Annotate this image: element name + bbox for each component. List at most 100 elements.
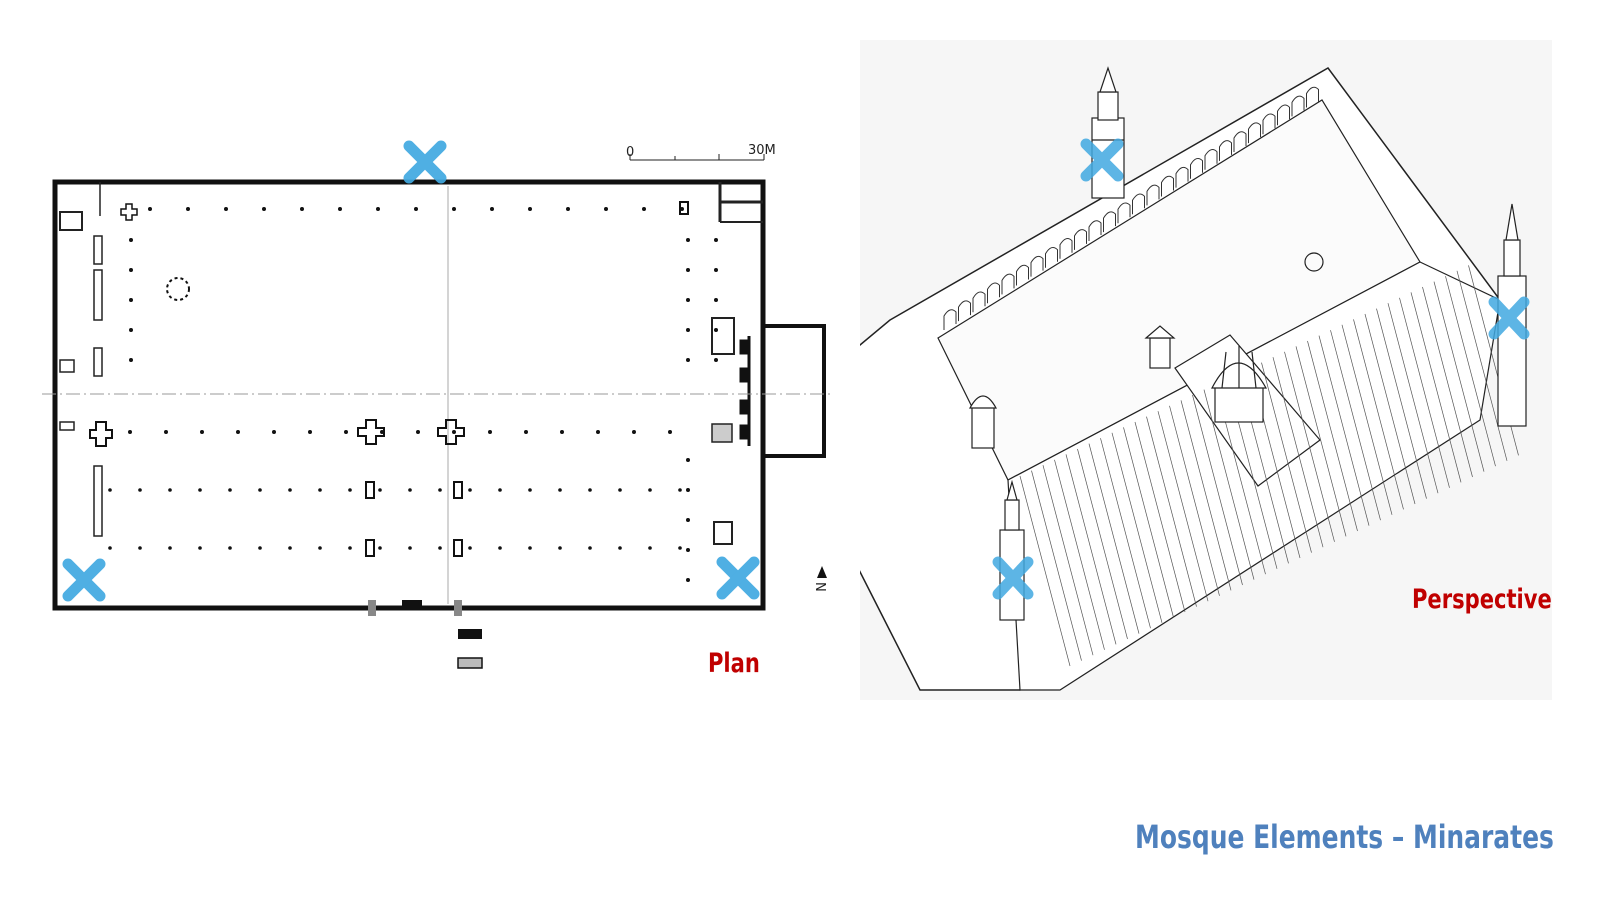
plan-outer-wall [52,179,766,611]
perspective-roof-lines [1019,265,1519,667]
plan-column [604,207,608,211]
roof-line [1134,421,1186,613]
roof-line [1065,454,1117,645]
perspective-kiosk [968,252,1324,449]
plan-east-annex [739,324,826,458]
plan-drawing: 0 30M N [42,140,832,669]
plan-column [164,430,168,434]
plan-column [378,546,382,550]
arcade-arch [1161,175,1174,197]
plan-south-openings [368,600,462,616]
roof-line [1088,443,1140,634]
roof-line [1376,308,1427,499]
plan-column [618,546,622,550]
plan-column [558,546,562,550]
roof-line [1203,389,1255,580]
arcade-arch [1117,202,1131,224]
arcade-arch [1306,86,1319,108]
plan-scale-end: 30M [748,143,776,158]
roof-line [1307,340,1358,532]
plan-column [678,546,682,550]
roof-line [1422,286,1473,478]
arcade-arch [1001,273,1015,295]
arcade-arch [1190,157,1203,179]
plan-column [414,207,418,211]
perspective-drawing [860,40,1552,700]
plan-column [129,298,133,302]
plan-column [714,268,718,272]
arcade-arch [1132,193,1145,215]
roof-line [1353,319,1404,510]
roof-line [1295,346,1347,537]
plan-west-aisle [59,182,103,537]
plan-column [376,207,380,211]
plan-column [318,546,322,550]
plan-column [714,298,718,302]
minaret-marker-southwest [62,558,106,602]
plan-column [560,430,564,434]
perspective-arcade [943,86,1319,330]
plan-column [528,546,532,550]
roof-line [1100,438,1151,629]
plan-column [108,546,112,550]
minaret-marker-north [403,140,447,184]
plan-column [642,207,646,211]
plan-column [668,430,672,434]
plan-column [186,207,190,211]
plan-column [686,548,690,552]
plan-label: Plan [708,648,760,679]
roof-line [1111,432,1163,623]
arcade-arch [943,309,957,330]
plan-column [318,488,322,492]
plan-column [168,488,172,492]
plan-column [168,546,172,550]
arcade-arch [1233,131,1247,152]
roof-line [1180,400,1232,591]
arcade-arch [1045,246,1058,268]
plan-column [488,430,492,434]
arcade-arch [1103,211,1116,233]
minaret-marker-southeast [716,556,760,600]
plan-column [378,488,382,492]
plan-column [686,298,690,302]
plan-column [558,488,562,492]
minaret-marker-east [1488,296,1530,340]
plan-column [138,546,142,550]
plan-column [468,488,472,492]
plan-column [344,430,348,434]
roof-line [1456,270,1508,461]
arcade-arch [1175,166,1189,188]
plan-column [566,207,570,211]
roof-line [1146,416,1197,607]
roof-line [1192,394,1243,586]
plan-column [228,546,232,550]
perspective-label: Perspective [1412,584,1552,615]
arcade-arch [1291,95,1305,117]
roof-line [1031,470,1082,661]
plan-column [408,546,412,550]
arcade-arch [1219,140,1232,161]
plan-column [714,328,718,332]
plan-column [452,207,456,211]
plan-column [258,488,262,492]
plan-column [524,430,528,434]
roof-line [1399,297,1450,488]
plan-column [408,488,412,492]
plan-column [528,488,532,492]
plan-column [498,488,502,492]
roof-line [1077,448,1128,640]
plan-column [148,207,152,211]
plan-scale-bar [629,154,765,161]
plan-hall-piers [89,201,689,557]
plan-legend-solid [458,629,482,639]
north-arrow-icon [817,566,827,578]
plan-column [498,546,502,550]
plan-column [686,328,690,332]
plan-column [348,546,352,550]
arcade-arch [1074,229,1087,250]
plan-column [338,207,342,211]
plan-courtyard-columns [108,207,718,582]
plan-column [714,358,718,362]
arcade-arch [1088,220,1102,241]
plan-column [416,430,420,434]
